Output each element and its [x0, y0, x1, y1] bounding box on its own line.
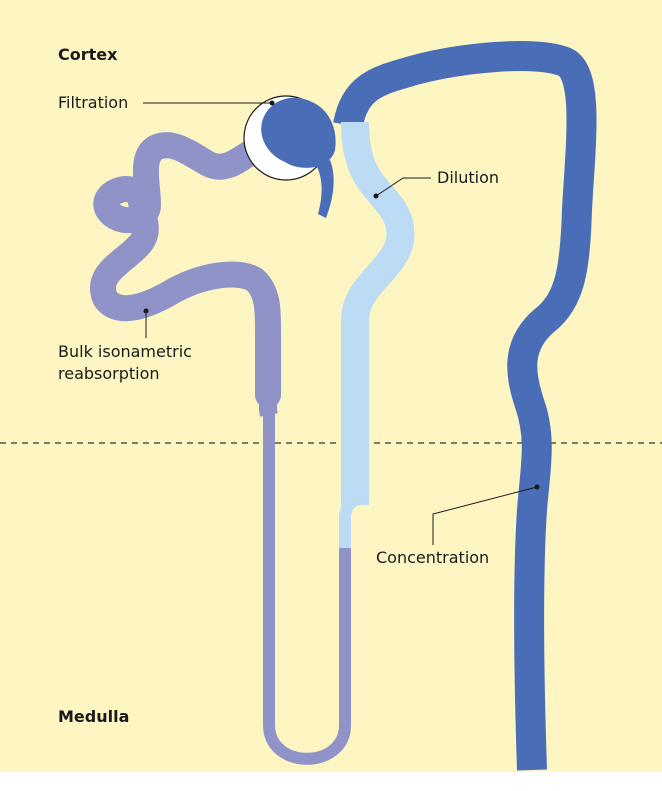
marker-dilution [374, 194, 379, 199]
zone-label-cortex: Cortex [58, 45, 118, 64]
marker-concentration [535, 485, 540, 490]
zone-label-medulla: Medulla [58, 707, 129, 726]
background-panel [0, 0, 662, 772]
label-concentration: Concentration [376, 548, 489, 567]
diagram-canvas: Cortex Medulla Filtration Dilution Bulk … [0, 0, 662, 772]
label-bulk-line1: Bulk isonametric [58, 342, 192, 361]
label-bulk-line2: reabsorption [58, 364, 160, 383]
marker-bulk [144, 309, 149, 314]
marker-filtration [270, 101, 275, 106]
label-dilution: Dilution [437, 168, 499, 187]
label-filtration: Filtration [58, 93, 128, 112]
